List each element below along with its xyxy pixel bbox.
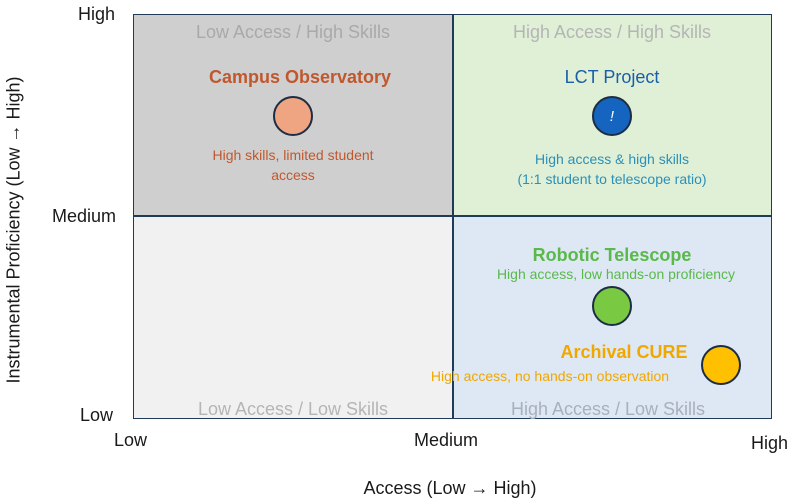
archival-cure-title: Archival CURE xyxy=(560,342,688,362)
lct-project-title: LCT Project xyxy=(564,67,660,87)
quadrant-label-top-left: Low Access / High Skills xyxy=(195,22,391,42)
archival-cure-marker xyxy=(701,345,741,385)
quadrant-low-access-low-skills xyxy=(133,216,453,419)
campus-observatory-title: Campus Observatory xyxy=(208,67,392,87)
y-tick-low: Low xyxy=(80,405,114,425)
archival-cure-description: High access, no hands-on observation xyxy=(430,368,670,384)
x-tick-medium: Medium xyxy=(414,430,479,450)
x-tick-high: High xyxy=(751,433,789,453)
x-tick-low: Low xyxy=(114,430,148,450)
robotic-telescope-title: Robotic Telescope xyxy=(532,245,692,265)
quadrant-label-top-right: High Access / High Skills xyxy=(512,22,712,42)
robotic-telescope-description: High access, low hands-on proficiency xyxy=(496,266,736,282)
quadrant-label-bottom-left: Low Access / Low Skills xyxy=(197,399,389,419)
lct-project-description: High access & high skills (1:1 student t… xyxy=(517,151,707,187)
y-tick-medium: Medium xyxy=(52,206,117,226)
campus-observatory-description: High skills, limited student access xyxy=(212,147,374,183)
y-axis-title: Instrumental Proficiency (Low → High) xyxy=(3,76,24,384)
x-axis-title: Access (Low → High) xyxy=(363,478,537,498)
campus-observatory-marker xyxy=(273,96,313,136)
vertical-divider xyxy=(452,14,454,419)
horizontal-divider xyxy=(133,215,772,217)
lct-project-marker: ! xyxy=(592,96,632,136)
y-tick-high: High xyxy=(78,4,116,24)
quadrant-label-bottom-right: High Access / Low Skills xyxy=(510,399,706,419)
robotic-telescope-marker xyxy=(592,286,632,326)
exclamation-icon: ! xyxy=(609,107,615,125)
